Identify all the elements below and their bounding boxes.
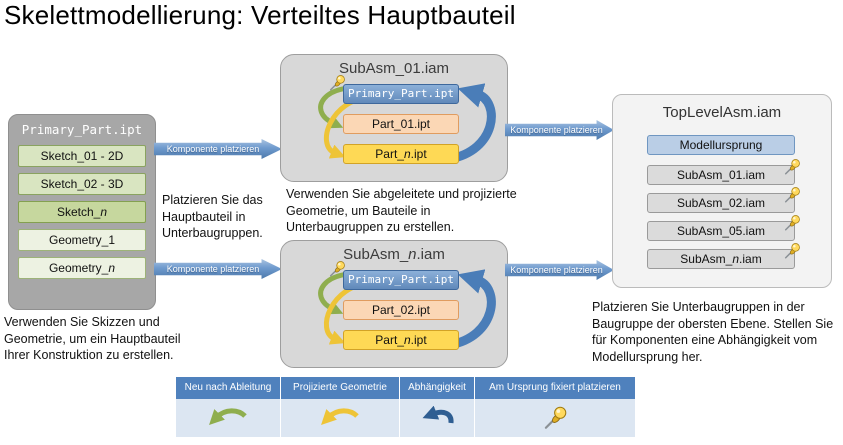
pushpin-icon [783,158,801,176]
model-origin-chip: Modellursprung [647,135,795,155]
legend-body-pin [475,399,635,437]
sketch-02-item: Sketch_02 - 3D [18,173,146,195]
toplevel-caption: Platzieren Sie Unterbaugruppen in der Ba… [592,300,834,364]
sketch-n-label: Sketch_ [56,205,101,219]
place-component-arrow-3: Komponente platzieren [505,120,614,140]
part-n-label-italic: n [403,333,411,347]
geometry-n-label: Geometry_ [48,261,109,275]
place-component-arrow-2: Komponente platzieren [154,259,282,279]
legend-body-constraint [400,399,474,437]
page-title: Skelettmodellierung: Verteiltes Hauptbau… [4,0,516,30]
part-n-label-italic: n [403,147,411,161]
subasm-n-title-italic: n [408,246,417,263]
pushpin-icon [328,260,346,278]
legend-col-pin: Am Ursprung fixiert platzieren [475,377,635,437]
primary-part-box: Primary_Part.ipt Sketch_01 - 2D Sketch_0… [8,114,156,310]
legend-header-pin: Am Ursprung fixiert platzieren [475,377,635,399]
subasm-n-title: SubAsm_n.iam [281,246,507,263]
sketch-n-label-italic: n [100,205,108,219]
subasm-n-chip: SubAsm_n.iam [647,249,795,269]
subasm-n-chip-italic: n [732,252,740,266]
geometry-n-item: Geometry_n [18,257,146,279]
subasm-n-title-suffix: .iam [416,246,445,263]
pushpin-icon [783,186,801,204]
part-n-chip: Part_n.ipt [343,144,459,164]
place-component-arrow-label: Komponente platzieren [166,144,260,154]
subasm-n-chip-suffix: .iam [739,252,762,266]
legend-header-projected: Projizierte Geometrie [281,377,399,399]
part-n-label: Part_ [375,147,404,161]
part-n-label-suffix: .ipt [410,147,427,161]
primary-part-caption: Verwenden Sie Skizzen und Geometrie, um … [4,315,181,362]
place-component-arrow-label: Komponente platzieren [510,125,603,135]
part-n-label-suffix: .ipt [410,333,427,347]
subasm-n-box: SubAsm_n.iam Primary_Part.ipt Part_02.ip… [280,240,508,368]
subasm-01-title-text: SubAsm_01.iam [338,60,450,77]
legend-body-projected [281,399,399,437]
derive-arrow-icon [209,408,247,425]
constraint-arrow-icon [422,405,454,424]
geometry-1-item: Geometry_1 [18,229,146,251]
subasm-01-title: SubAsm_01.iam [281,60,507,77]
sketch-01-label: Sketch_01 - 2D [40,149,124,163]
legend-col-constraint: Abhängigkeit [400,377,474,437]
legend-header-derive: Neu nach Ableitung [176,377,280,399]
part-n-label: Part_ [375,333,404,347]
sketch-02-label: Sketch_02 - 3D [40,177,124,191]
legend: Neu nach Ableitung Projizierte Geometrie… [176,377,635,437]
pushpin-icon [328,74,346,92]
geometry-1-label: Geometry_1 [48,233,116,247]
subasm-01-chip: SubAsm_01.iam [647,165,795,185]
subasm-01-chip-label: SubAsm_01.iam [676,168,766,182]
pushpin-icon [542,405,568,431]
derived-geometry-caption: Verwenden Sie abgeleitete und projiziert… [286,187,517,234]
subasm-01-box: SubAsm_01.iam Primary_Part.ipt Part_01.i… [280,54,508,182]
toplevel-asm-box: TopLevelAsm.iam Modellursprung SubAsm_01… [612,94,832,288]
part-02-chip: Part_02.ipt [343,300,459,320]
legend-col-derive: Neu nach Ableitung [176,377,280,437]
place-component-arrow-4: Komponente platzieren [505,260,614,280]
place-component-arrow-label: Komponente platzieren [166,264,260,274]
place-main-caption: Platzieren Sie das Hauptbauteil in Unter… [162,193,263,240]
subasm-n-chip-label: SubAsm_ [680,252,733,266]
sketch-n-item: Sketch_n [18,201,146,223]
legend-body-derive [176,399,280,437]
place-component-arrow-label: Komponente platzieren [510,265,603,275]
primary-part-chip: Primary_Part.ipt [343,270,459,290]
geometry-n-label-italic: n [108,261,116,275]
subasm-02-chip: SubAsm_02.iam [647,193,795,213]
subasm-05-chip-label: SubAsm_05.iam [676,224,766,238]
subasm-05-chip: SubAsm_05.iam [647,221,795,241]
toplevel-asm-title: TopLevelAsm.iam [662,104,782,121]
subasm-n-title-text: SubAsm_ [343,246,409,263]
primary-part-box-title: Primary_Part.ipt [21,122,143,137]
sketch-01-item: Sketch_01 - 2D [18,145,146,167]
legend-header-constraint: Abhängigkeit [400,377,474,399]
part-n-chip: Part_n.ipt [343,330,459,350]
pushpin-icon [783,214,801,232]
constraint-arrow [448,83,496,164]
part-01-chip: Part_01.ipt [343,114,459,134]
place-component-arrow-1: Komponente platzieren [154,139,282,159]
pushpin-icon [783,242,801,260]
primary-part-chip: Primary_Part.ipt [343,84,459,104]
subasm-02-chip-label: SubAsm_02.iam [676,196,766,210]
constraint-arrow [448,269,496,350]
legend-col-projected: Projizierte Geometrie [281,377,399,437]
projected-geometry-arrow-icon [321,408,359,425]
